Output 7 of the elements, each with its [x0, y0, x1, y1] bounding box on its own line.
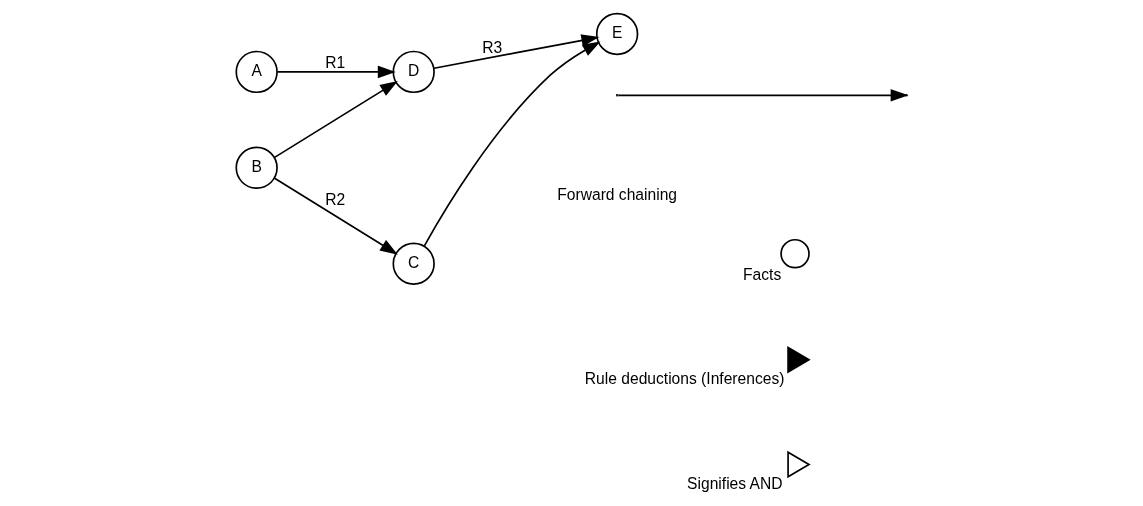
edge-label: R2 [325, 190, 346, 208]
edge-label: R1 [325, 53, 346, 71]
legend-label: Rule deductions (Inferences) [584, 369, 785, 387]
legend-label: Signifies AND [687, 474, 783, 492]
legend-label: Facts [743, 265, 782, 283]
label: Forward chaining [557, 185, 677, 203]
edge-label: R3 [482, 38, 503, 56]
